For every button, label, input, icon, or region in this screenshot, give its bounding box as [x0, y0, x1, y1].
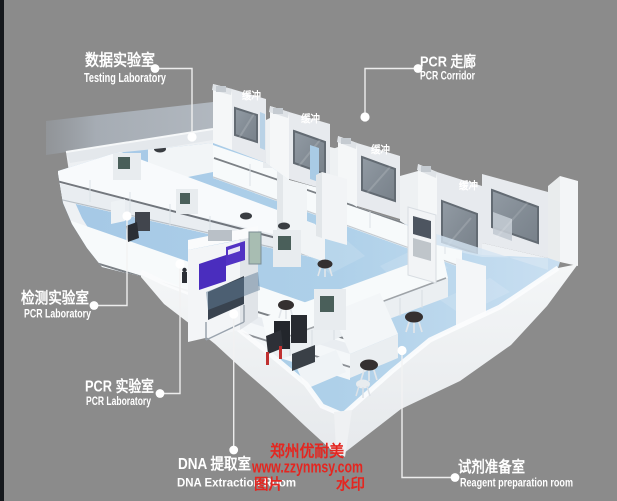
svg-text:数据实验室: 数据实验室 [85, 51, 155, 70]
svg-text:水印: 水印 [336, 475, 365, 493]
svg-text:试剂准备室: 试剂准备室 [458, 457, 525, 476]
svg-text:www.zzynmsy.com: www.zzynmsy.com [251, 458, 363, 477]
svg-text:缓冲: 缓冲 [458, 179, 478, 192]
svg-text:检测实验室: 检测实验室 [21, 288, 89, 307]
svg-text:Testing Laboratory: Testing Laboratory [84, 71, 166, 85]
svg-text:PCR Corridor: PCR Corridor [420, 71, 475, 83]
svg-text:缓冲: 缓冲 [241, 89, 261, 102]
svg-text:PCR Laboratory: PCR Laboratory [86, 396, 151, 408]
svg-text:缓冲: 缓冲 [300, 112, 320, 125]
svg-text:郑州优耐美: 郑州优耐美 [270, 442, 345, 461]
svg-text:DNA Extraction Room: DNA Extraction Room [177, 476, 296, 490]
svg-text:DNA 提取室: DNA 提取室 [178, 454, 251, 473]
svg-text:图片: 图片 [254, 475, 283, 493]
svg-text:PCR Laboratory: PCR Laboratory [24, 309, 91, 321]
svg-text:PCR 走廊: PCR 走廊 [420, 53, 476, 71]
svg-text:PCR 实验室: PCR 实验室 [85, 377, 154, 396]
svg-text:Reagent preparation room: Reagent preparation room [460, 476, 573, 490]
svg-text:缓冲: 缓冲 [370, 143, 390, 156]
